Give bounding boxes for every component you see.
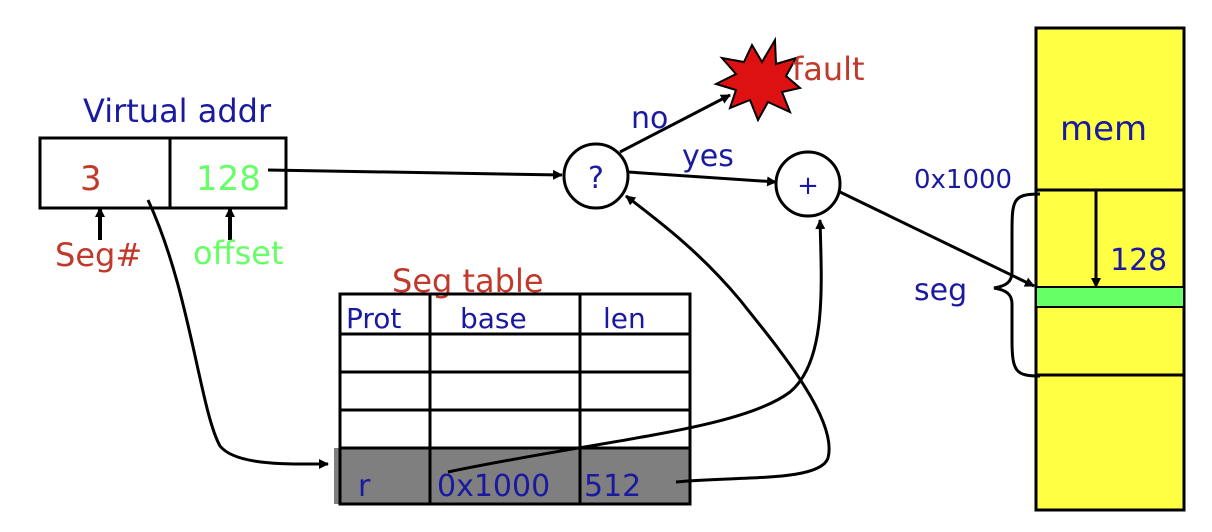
- memory-offset-label: 128: [1110, 243, 1167, 278]
- fault-label: fault: [792, 50, 865, 88]
- memory-base-label: 0x1000: [914, 165, 1012, 195]
- no-label: no: [631, 101, 668, 136]
- memory-target-byte: [1035, 286, 1185, 308]
- seg-table-active-row-fill: [334, 448, 690, 504]
- yes-arrow: [627, 170, 777, 187]
- offset-to-check-arrow: [267, 168, 563, 180]
- seg-number-value: 3: [80, 159, 102, 199]
- yes-label: yes: [682, 139, 734, 174]
- adder-to-memory-arrow: [839, 190, 1035, 288]
- fault-explosion-icon: [713, 36, 803, 123]
- base-to-adder-arrow: [447, 219, 826, 474]
- offset-value: 128: [196, 159, 261, 199]
- adder-circle: [774, 150, 842, 218]
- segment-brace: [993, 192, 1041, 378]
- memory-column: [1034, 26, 1186, 512]
- offset-label: offset: [193, 234, 284, 272]
- memory-title: mem: [1060, 109, 1147, 149]
- seg-table-frame: [338, 292, 692, 506]
- virtual-addr-title: Virtual addr: [83, 92, 272, 130]
- bounds-check-circle: [562, 142, 630, 210]
- seg-label: Seg#: [55, 236, 142, 274]
- len-to-check-arrow: [625, 194, 831, 484]
- bounds-check-symbol: ?: [588, 161, 604, 196]
- adder-symbol: +: [797, 171, 819, 201]
- virtual-addr-box: [38, 136, 288, 210]
- seg-table-cell-len: 512: [584, 469, 641, 504]
- seg-table-header-base: base: [460, 302, 527, 335]
- seg-table-header-len: len: [603, 302, 646, 335]
- segment-label: seg: [914, 273, 967, 308]
- no-arrow: [619, 93, 731, 154]
- seg-table-cell-prot: r: [358, 469, 371, 504]
- seg-table-cell-base: 0x1000: [437, 469, 550, 504]
- seg-index-arrow: [146, 199, 329, 470]
- seg-table-header-prot: Prot: [346, 302, 401, 335]
